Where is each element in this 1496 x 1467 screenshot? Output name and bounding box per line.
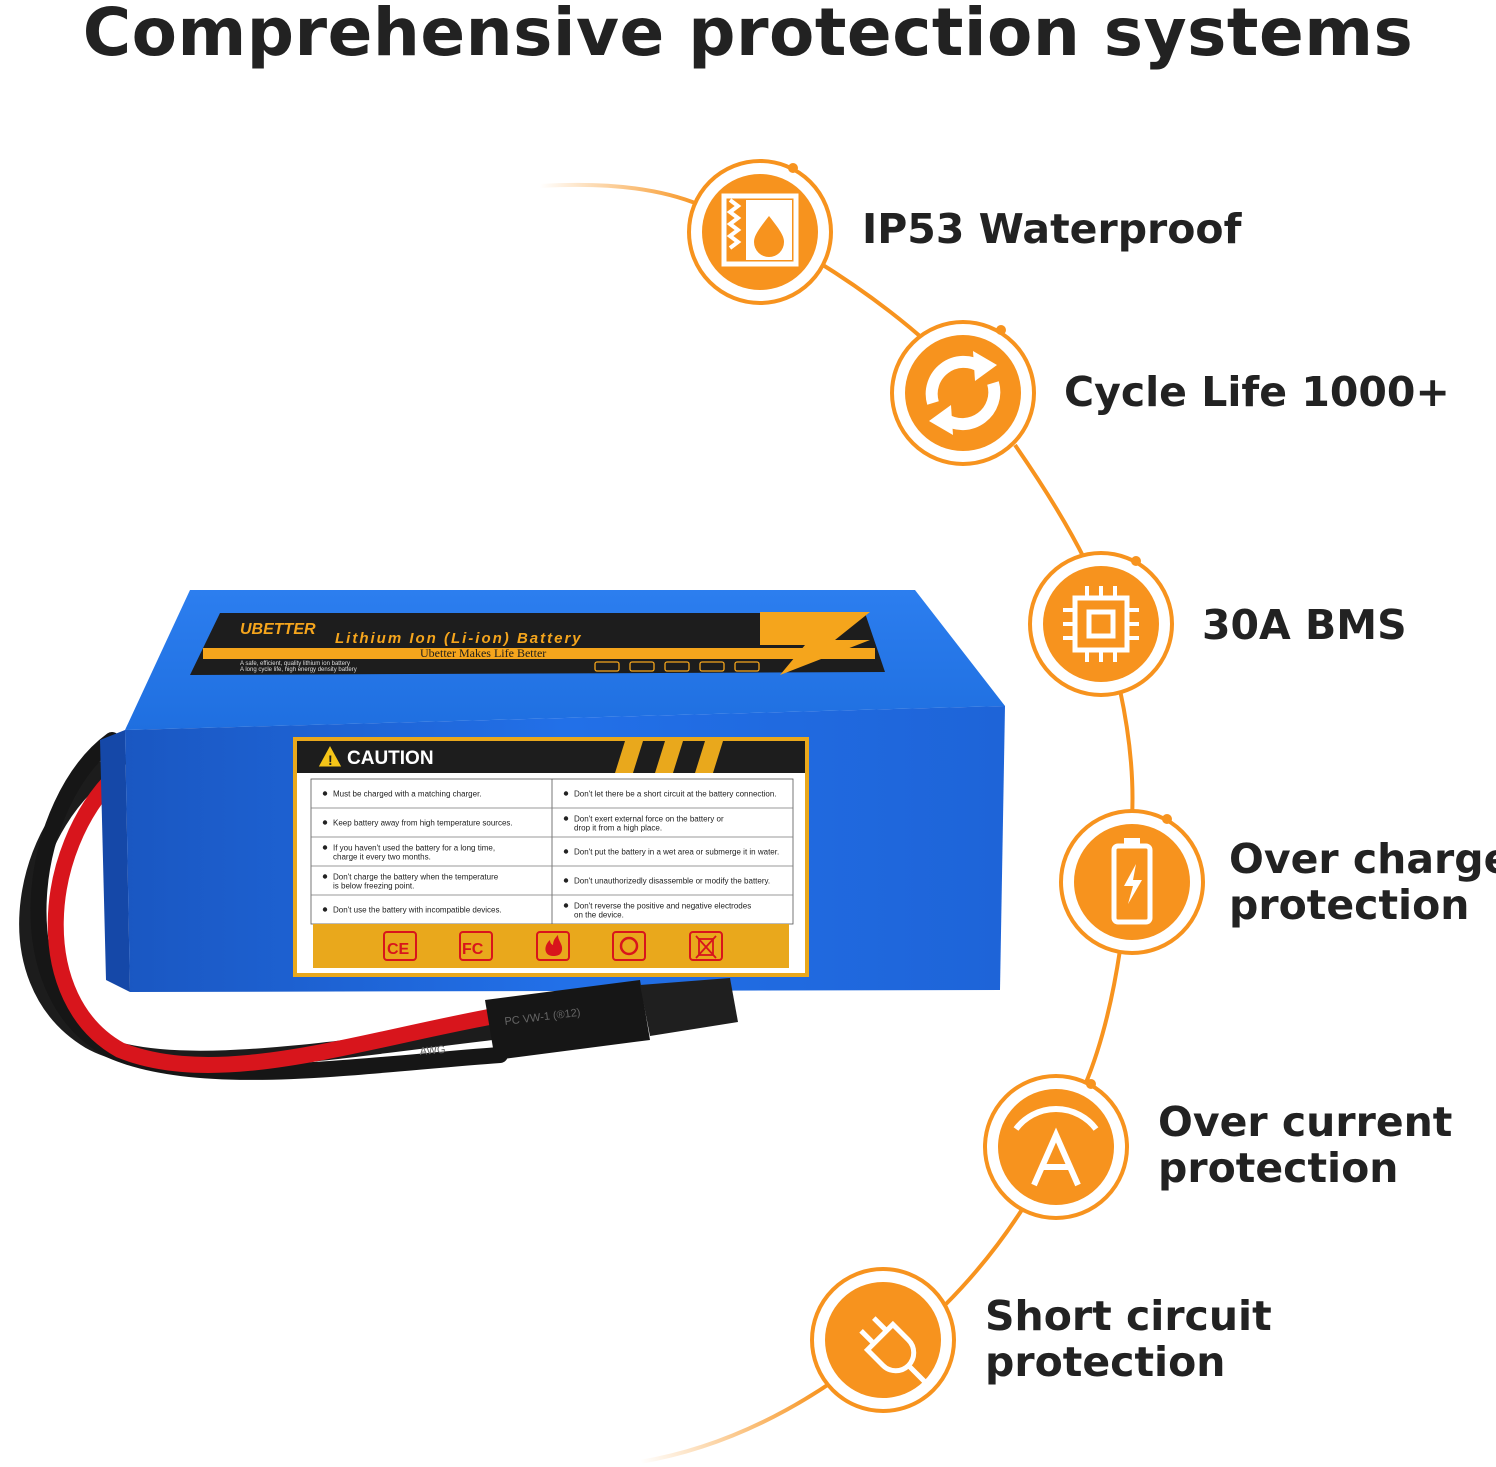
svg-text:Don't charge the battery when: Don't charge the battery when the temper…: [333, 873, 499, 882]
battery-brand: UBETTER: [240, 621, 316, 638]
battery-charge-icon: [1059, 809, 1205, 955]
battery-top-label-text: Lithium Ion (Li-ion) Battery: [335, 630, 583, 647]
caution-item-right: Don't exert external force on the batter…: [563, 815, 724, 833]
certification-marks: [383, 931, 723, 961]
caution-table: Must be charged with a matching charger.…: [310, 778, 794, 925]
svg-text:Don't let there be a short cir: Don't let there be a short circuit at th…: [574, 790, 777, 799]
caution-item-left: If you haven't used the battery for a lo…: [322, 844, 495, 862]
svg-text:is below freezing point.: is below freezing point.: [333, 882, 414, 891]
caution-item-right: Don't unauthorizedly disassemble or modi…: [563, 877, 770, 886]
chip-icon: [1028, 551, 1174, 697]
svg-text:AWG: AWG: [419, 1044, 446, 1058]
recycle-icon: [619, 936, 639, 956]
svg-text:!: !: [328, 752, 333, 768]
svg-text:Don't reverse the positive and: Don't reverse the positive and negative …: [574, 902, 751, 911]
svg-text:If you haven't used the batter: If you haven't used the battery for a lo…: [333, 844, 495, 853]
svg-text:Keep battery away from high t: Keep battery away from high temperature …: [333, 819, 513, 828]
battery-cables: [19, 732, 509, 1080]
feature-label-short-circuit: Short circuit protection: [985, 1292, 1272, 1386]
battery-top-label: UBETTER Lithium Ion (Li-ion) Battery Ube…: [190, 612, 885, 675]
svg-text:Don't unauthorizedly disassemb: Don't unauthorizedly disassemble or modi…: [574, 877, 770, 886]
fc-mark: FC: [462, 941, 484, 958]
feature-label-over-current: Over current protection: [1158, 1098, 1453, 1192]
svg-text:charge it every two months.: charge it every two months.: [333, 853, 431, 862]
no-bin-icon: [695, 935, 717, 959]
feature-label-waterproof: IP53 Waterproof: [862, 205, 1242, 253]
caution-label: ! CAUTION Must be charged with a matchin…: [293, 737, 809, 977]
waterproof-icon: [687, 159, 833, 305]
svg-text:Don't exert external force on: Don't exert external force on the batter…: [574, 815, 724, 824]
svg-text:Must be charged with a matchin: Must be charged with a matching charger.: [333, 790, 482, 799]
plug-icon: [810, 1267, 956, 1413]
caution-item-left: Don't charge the battery when the temper…: [322, 873, 499, 891]
feature-label-cycle-life: Cycle Life 1000+: [1064, 368, 1450, 416]
feature-label-bms: 30A BMS: [1202, 601, 1407, 649]
page-title: Comprehensive protection systems: [82, 0, 1414, 71]
svg-text:Don't put the battery in a wet: Don't put the battery in a wet area or s…: [574, 848, 779, 857]
svg-text:Don't use the battery with inc: Don't use the battery with incompatible …: [333, 906, 502, 915]
caution-item-right: Don't put the battery in a wet area or s…: [563, 848, 779, 857]
svg-text:on the device.: on the device.: [574, 911, 624, 920]
caution-item-right: Don't reverse the positive and negative …: [563, 902, 751, 920]
ce-mark: CE: [387, 941, 410, 958]
caution-item-left: Don't use the battery with incompatible …: [322, 906, 502, 915]
caution-title: CAUTION: [347, 748, 434, 769]
cycle-icon: [890, 320, 1036, 466]
svg-text:drop it from a high place.: drop it from a high place.: [574, 824, 662, 833]
svg-text:A safe, efficient, quality lit: A safe, efficient, quality lithium ion b…: [240, 661, 350, 667]
feature-label-over-charge: Over charge protection: [1229, 835, 1496, 929]
caution-item-left: Keep battery away from high temperature …: [322, 819, 513, 828]
battery-slogan: Ubetter Makes Life Better: [420, 646, 546, 660]
caution-item-right: Don't let there be a short circuit at th…: [563, 790, 777, 799]
battery-connector: PC VW-1 (®12) AWG: [419, 978, 738, 1060]
flame-icon: [545, 935, 563, 956]
caution-item-left: Must be charged with a matching charger.: [322, 790, 482, 799]
ammeter-icon: [983, 1074, 1129, 1220]
svg-text:A long cycle life, high energy: A long cycle life, high energy density b…: [240, 667, 357, 673]
